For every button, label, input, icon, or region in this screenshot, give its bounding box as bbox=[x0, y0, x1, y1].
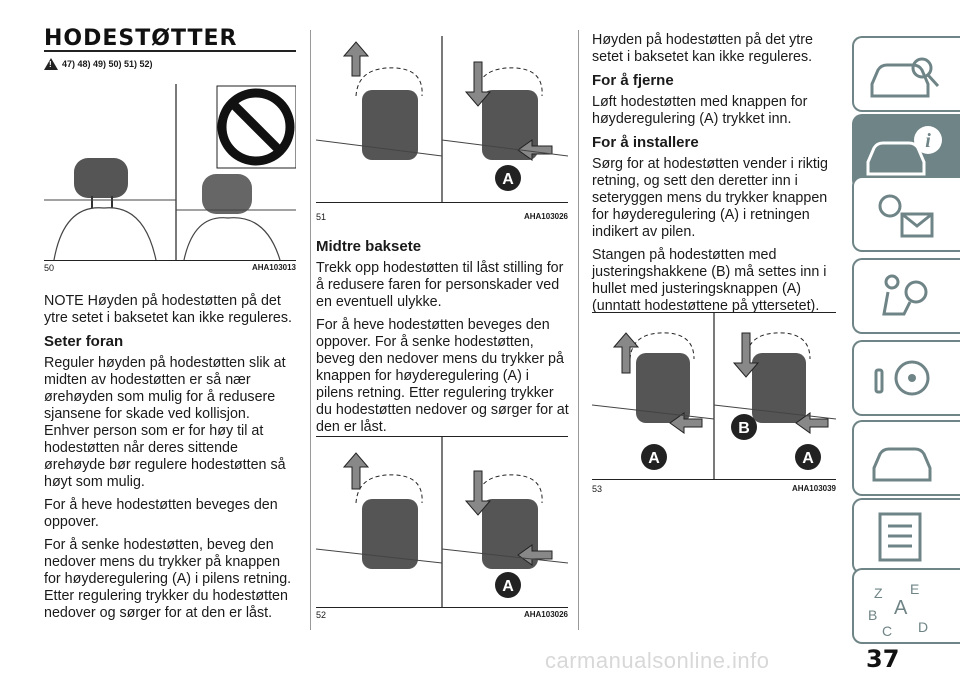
install-paragraph-2: Stangen på hodestøtten med justeringshak… bbox=[592, 247, 827, 314]
chapter-tab-maintenance[interactable] bbox=[852, 498, 960, 574]
figure-52-caption: 52 AHA103026 bbox=[316, 610, 568, 620]
section-heading: HODESTØTTER bbox=[44, 26, 238, 51]
figure-50-caption: 50 AHA103013 bbox=[44, 263, 296, 273]
figure-50-number: 50 bbox=[44, 263, 55, 273]
front-paragraph-2: For å heve hodestøtten beveges den oppov… bbox=[44, 497, 278, 530]
car-info-icon: i bbox=[866, 126, 942, 176]
warning-light-envelope-icon bbox=[878, 194, 934, 238]
column-divider-2 bbox=[578, 30, 579, 630]
figure-53-label-a-left: A bbox=[648, 450, 660, 467]
figure-50 bbox=[44, 84, 297, 261]
figure-51-label-a: A bbox=[502, 171, 514, 188]
column-2: Midtre baksete Trekk opp hodestøtten til… bbox=[316, 238, 570, 442]
chapter-tab-car-overview[interactable] bbox=[852, 36, 960, 112]
heading-install: For å installere bbox=[592, 134, 699, 151]
figure-50-code: AHA103013 bbox=[251, 263, 296, 272]
figure-53-number: 53 bbox=[592, 484, 603, 494]
note-text: NOTE Høyden på hodestøtten på det ytre s… bbox=[44, 293, 292, 326]
svg-text:Z: Z bbox=[874, 585, 883, 601]
watermark: carmanualsonline.info bbox=[545, 648, 770, 673]
car-search-icon bbox=[870, 57, 940, 98]
heading-front-seats: Seter foran bbox=[44, 333, 124, 350]
figure-53-caption: 53 AHA103039 bbox=[592, 484, 836, 494]
heading-rule bbox=[44, 50, 296, 52]
figure-53-illustration: A B A bbox=[591, 313, 837, 479]
checklist-icon bbox=[878, 512, 922, 562]
figure-52-illustration: A bbox=[315, 437, 569, 607]
figure-53-label-a-right: A bbox=[802, 450, 814, 467]
figure-53: A B A bbox=[591, 312, 837, 480]
figure-53-label-b: B bbox=[738, 420, 750, 437]
figure-52-label-a: A bbox=[502, 578, 514, 595]
svg-text:D: D bbox=[918, 619, 928, 635]
heading-remove: For å fjerne bbox=[592, 72, 674, 89]
chapter-tab-driving[interactable] bbox=[852, 340, 960, 416]
middle-paragraph-2: For å heve hodestøtten beveges den oppov… bbox=[316, 317, 569, 435]
chapter-tab-safety[interactable] bbox=[852, 258, 960, 334]
warning-refs-text: 47) 48) 49) 50) 51) 52) bbox=[62, 59, 153, 69]
chapter-tab-lights-messages[interactable] bbox=[852, 176, 960, 252]
figure-52-number: 52 bbox=[316, 610, 327, 620]
svg-text:E: E bbox=[910, 581, 919, 597]
figure-51-caption: 51 AHA103026 bbox=[316, 212, 568, 222]
figure-51: A bbox=[315, 36, 569, 203]
airbag-person-icon bbox=[882, 274, 928, 316]
car-emergency-icon bbox=[872, 447, 932, 482]
figure-52-code: AHA103026 bbox=[523, 610, 568, 619]
column-3: Høyden på hodestøtten på det ytre setet … bbox=[592, 32, 830, 321]
figure-50-illustration bbox=[44, 84, 297, 261]
heading-middle-rear-seat: Midtre baksete bbox=[316, 238, 422, 255]
column-divider-1 bbox=[310, 30, 311, 630]
warning-triangle-icon: ! bbox=[44, 58, 58, 70]
install-paragraph-1: Sørg for at hodestøtten vender i riktig … bbox=[592, 156, 829, 240]
warning-refs: ! 47) 48) 49) 50) 51) 52) bbox=[44, 58, 153, 70]
alphabet-index-icon: Z E B A C D bbox=[868, 581, 928, 639]
remove-paragraph: Løft hodestøtten med knappen for høydere… bbox=[592, 94, 808, 127]
svg-text:A: A bbox=[894, 597, 908, 619]
page-number: 37 bbox=[866, 645, 900, 673]
figure-52: A bbox=[315, 436, 569, 608]
svg-text:B: B bbox=[868, 607, 877, 623]
middle-paragraph-1: Trekk opp hodestøtten til låst stilling … bbox=[316, 260, 564, 310]
front-paragraph-1: Reguler høyden på hodestøtten slik at mi… bbox=[44, 355, 286, 490]
outer-seat-note: Høyden på hodestøtten på det ytre setet … bbox=[592, 32, 813, 65]
front-paragraph-3: For å senke hodestøtten, beveg den nedov… bbox=[44, 537, 292, 621]
steering-wheel-key-icon bbox=[874, 360, 930, 396]
figure-51-number: 51 bbox=[316, 212, 327, 222]
figure-51-illustration: A bbox=[315, 36, 569, 202]
column-1: NOTE Høyden på hodestøtten på det ytre s… bbox=[44, 293, 298, 628]
chapter-tab-index[interactable]: Z E B A C D bbox=[852, 568, 960, 644]
figure-51-code: AHA103026 bbox=[523, 212, 568, 221]
figure-53-code: AHA103039 bbox=[791, 484, 836, 493]
svg-text:i: i bbox=[925, 130, 931, 152]
chapter-tab-emergency[interactable] bbox=[852, 420, 960, 496]
svg-text:C: C bbox=[882, 623, 892, 639]
